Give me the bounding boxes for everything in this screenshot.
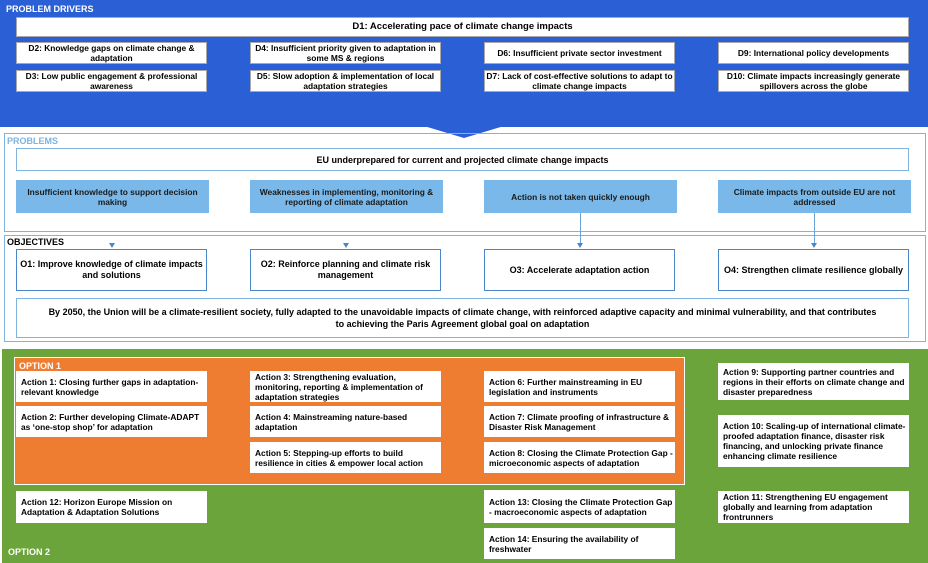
driver-d5: D5: Slow adoption & implementation of lo… xyxy=(250,70,441,92)
action-5: Action 5: Stepping-up efforts to build r… xyxy=(250,442,441,473)
option2-label: OPTION 2 xyxy=(8,547,51,557)
objective-o3: O3: Accelerate adaptation action xyxy=(484,249,675,291)
action-11: Action 11: Strengthening EU engagement g… xyxy=(718,491,909,523)
problem-1: Insufficient knowledge to support decisi… xyxy=(16,180,209,213)
arrow-problem4-objective4-line xyxy=(814,213,815,244)
driver-d6: D6: Insufficient private sector investme… xyxy=(484,42,675,64)
action-9: Action 9: Supporting partner countries a… xyxy=(718,363,909,400)
driver-d4: D4: Insufficient priority given to adapt… xyxy=(250,42,441,64)
action-2: Action 2: Further developing Climate-ADA… xyxy=(16,406,207,437)
action-14: Action 14: Ensuring the availability of … xyxy=(484,528,675,559)
problems-section-label: PROBLEMS xyxy=(7,136,59,146)
drivers-section-label: PROBLEM DRIVERS xyxy=(6,4,94,14)
problem-2: Weaknesses in implementing, monitoring &… xyxy=(250,180,443,213)
action-3: Action 3: Strengthening evaluation, moni… xyxy=(250,371,441,402)
driver-d7: D7: Lack of cost-effective solutions to … xyxy=(484,70,675,92)
action-1: Action 1: Closing further gaps in adapta… xyxy=(16,371,207,402)
problem-4: Climate impacts from outside EU are not … xyxy=(718,180,911,213)
arrow-problem3-objective3 xyxy=(577,243,583,248)
drivers-pointer-arrow xyxy=(424,126,504,138)
arrow-problem1-objective1 xyxy=(109,243,115,248)
driver-d9: D9: International policy developments xyxy=(718,42,909,64)
action-13: Action 13: Closing the Climate Protectio… xyxy=(484,490,675,523)
action-8: Action 8: Closing the Climate Protection… xyxy=(484,442,675,473)
objectives-section-label: OBJECTIVES xyxy=(7,237,65,247)
vision-statement: By 2050, the Union will be a climate-res… xyxy=(16,298,909,338)
action-4: Action 4: Mainstreaming nature-based ada… xyxy=(250,406,441,437)
action-12: Action 12: Horizon Europe Mission on Ada… xyxy=(16,491,207,523)
objective-o1: O1: Improve knowledge of climate impacts… xyxy=(16,249,207,291)
arrow-problem2-objective2 xyxy=(343,243,349,248)
problem-3: Action is not taken quickly enough xyxy=(484,180,677,213)
problem-main: EU underprepared for current and project… xyxy=(16,148,909,171)
problems-section xyxy=(4,133,926,232)
option1-label: OPTION 1 xyxy=(19,361,62,371)
driver-d1: D1: Accelerating pace of climate change … xyxy=(16,17,909,37)
driver-d3: D3: Low public engagement & professional… xyxy=(16,70,207,92)
objective-o4: O4: Strengthen climate resilience global… xyxy=(718,249,909,291)
action-6: Action 6: Further mainstreaming in EU le… xyxy=(484,371,675,402)
action-10: Action 10: Scaling-up of international c… xyxy=(718,415,909,467)
arrow-problem3-objective3-line xyxy=(580,213,581,244)
action-7: Action 7: Climate proofing of infrastruc… xyxy=(484,406,675,437)
driver-d10: D10: Climate impacts increasingly genera… xyxy=(718,70,909,92)
objectives-section xyxy=(4,235,926,342)
arrow-problem4-objective4 xyxy=(811,243,817,248)
objective-o2: O2: Reinforce planning and climate risk … xyxy=(250,249,441,291)
driver-d2: D2: Knowledge gaps on climate change & a… xyxy=(16,42,207,64)
